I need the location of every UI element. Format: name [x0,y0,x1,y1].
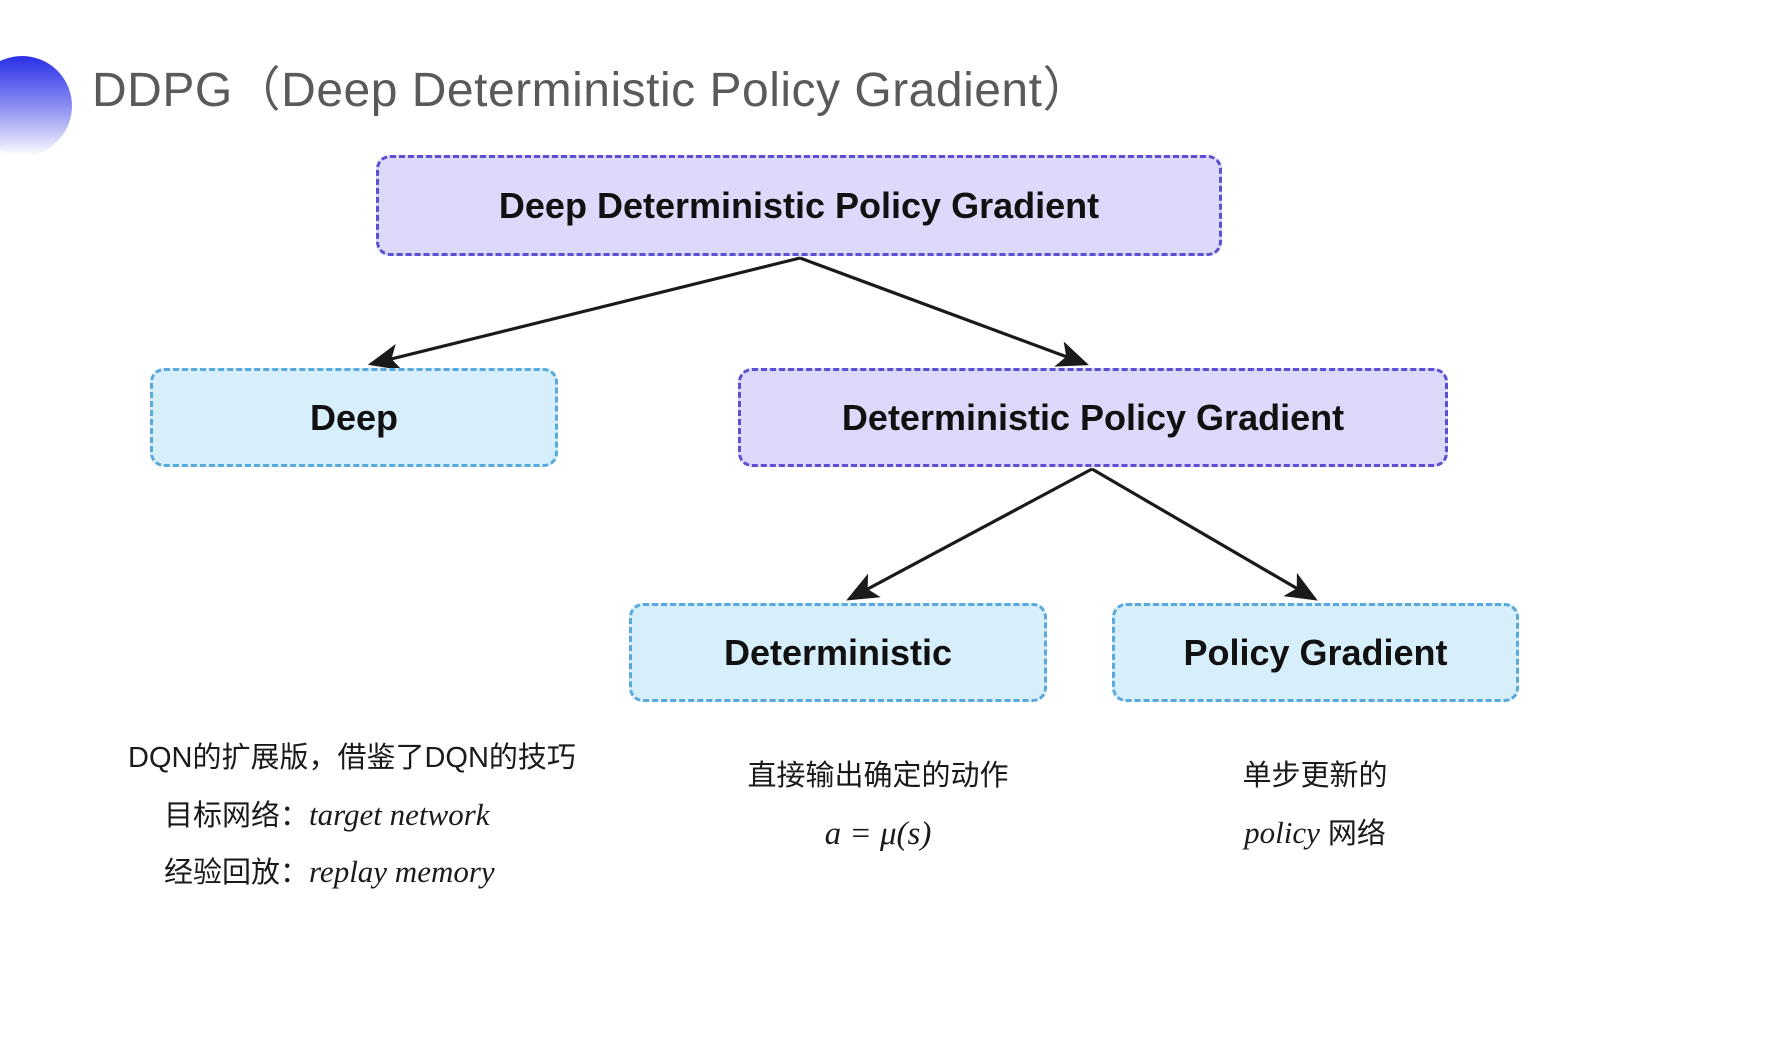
caption-policy-gradient-suffix: 网络 [1319,817,1386,850]
caption-policy-gradient-line-1: 单步更新的 [1242,760,1388,792]
caption-policy-gradient: 单步更新的 policy 网络 [1200,750,1430,861]
caption-deep: DQN的扩展版，借鉴了DQN的技巧 目标网络：target network 经验… [128,732,576,901]
node-policy-gradient[interactable]: Policy Gradient [1112,603,1519,702]
node-deep[interactable]: Deep [150,368,558,467]
caption-deep-line-3-label: 经验回放： [164,857,310,890]
node-deterministic-policy-gradient[interactable]: Deterministic Policy Gradient [738,368,1448,467]
arrow-dpg-to-deterministic [846,467,1093,601]
caption-deep-line-1: DQN的扩展版，借鉴了DQN的技巧 [128,742,576,774]
half-circle-gradient-icon [0,56,72,156]
caption-policy-gradient-term: policy [1244,814,1320,850]
page-title: DDPG（Deep Deterministic Policy Gradient） [92,64,1091,117]
caption-deep-line-2-term: target network [309,796,490,832]
caption-policy-gradient-line-2: policy 网络 [1200,804,1430,862]
caption-deterministic: 直接输出确定的动作 a = μ(s) [742,750,1014,865]
caption-deep-line-3-term: replay memory [309,854,495,890]
node-deterministic[interactable]: Deterministic [629,603,1047,702]
caption-deep-line-3: 经验回放：replay memory [128,843,576,901]
caption-deep-line-2-label: 目标网络： [164,799,310,832]
arrow-root-to-deep [367,256,801,371]
caption-deterministic-line-1: 直接输出确定的动作 [747,760,1009,792]
node-deep-deterministic-policy-gradient[interactable]: Deep Deterministic Policy Gradient [376,155,1222,256]
arrow-root-to-dpg [799,256,1090,367]
arrow-dpg-to-policy-gradient [1091,467,1318,601]
caption-deterministic-formula: a = μ(s) [824,815,932,852]
caption-deep-line-2: 目标网络：target network [128,786,576,844]
